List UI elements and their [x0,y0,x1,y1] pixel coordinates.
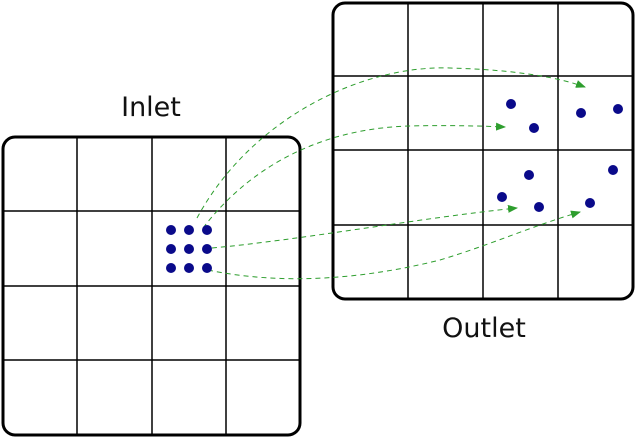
trajectory-arrow [207,210,581,280]
inlet-grid-lines [4,138,299,434]
particle [506,99,516,109]
particle [613,104,623,114]
inlet-panel [1,135,302,437]
particle [166,263,176,273]
trajectory-arrow [202,122,506,229]
particle [202,244,212,254]
particle [184,225,194,235]
outlet-grid-lines [334,4,632,298]
particle [497,192,507,202]
trajectory-arrow [211,204,518,249]
particle [608,165,618,175]
outlet-label: Outlet [442,313,526,344]
particle [184,244,194,254]
trajectory-arrow [196,67,586,219]
trajectories [196,67,586,280]
particle [166,244,176,254]
particle [184,263,194,273]
outlet-particles [497,99,623,212]
particle [585,198,595,208]
particle [529,123,539,133]
particle [534,202,544,212]
inlet-particles [166,225,212,273]
particle [576,108,586,118]
particle [166,225,176,235]
particle [202,263,212,273]
outlet-panel [331,1,635,301]
particle [524,170,534,180]
inlet-label: Inlet [121,92,181,123]
particle [202,225,212,235]
